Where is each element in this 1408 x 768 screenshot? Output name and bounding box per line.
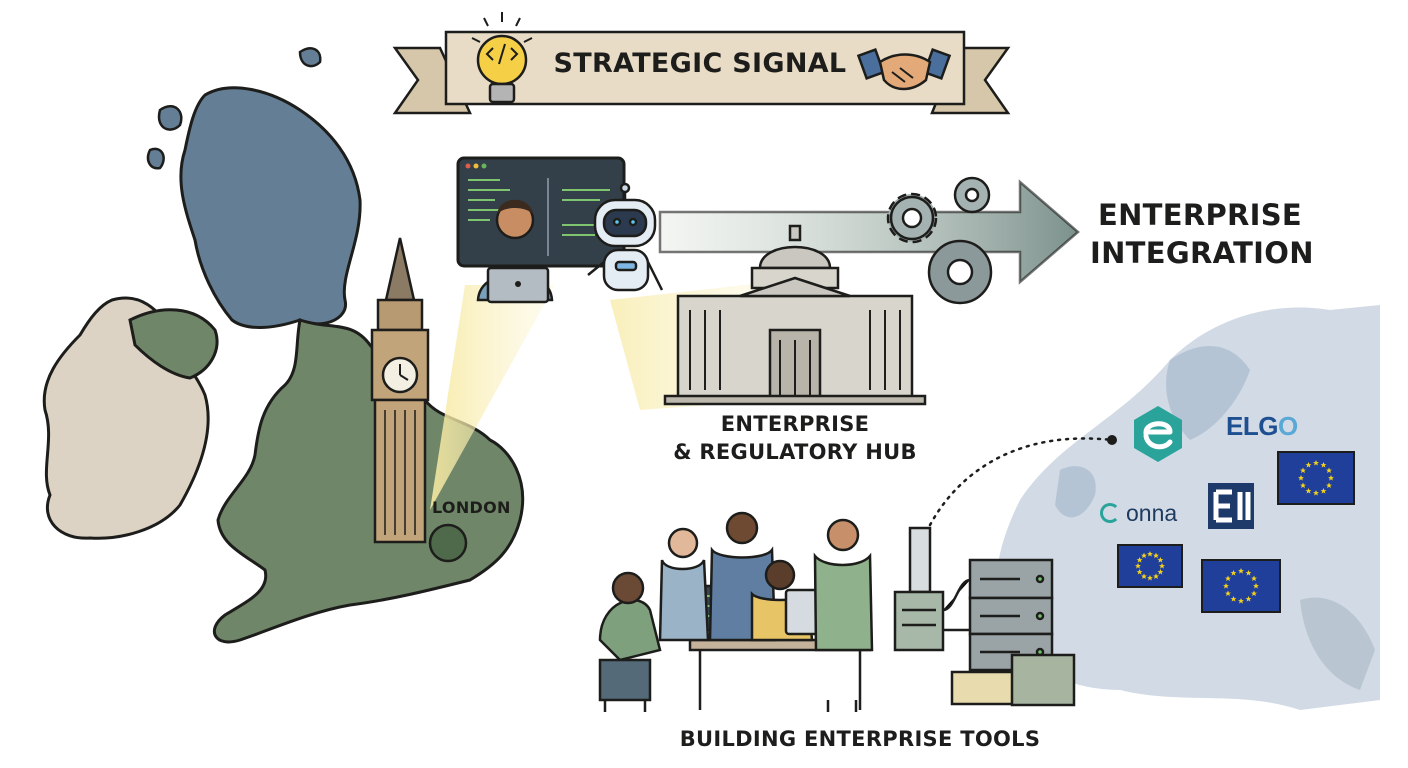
eu-flag-icon [1277, 451, 1355, 505]
regulatory-hub-label: ENTERPRISE & REGULATORY HUB [650, 410, 940, 466]
lightbulb-code-icon [471, 12, 533, 104]
regulatory-hub-line2: & REGULATORY HUB [673, 440, 917, 464]
integration-arrow [658, 179, 1080, 285]
enterprise-integration-line2: INTEGRATION [1090, 236, 1314, 270]
spotlight-beam [430, 285, 555, 510]
robot-icon [587, 182, 664, 292]
onna-mark-icon [1100, 503, 1120, 523]
handshake-icon [856, 48, 952, 91]
london-label: LONDON [432, 498, 511, 517]
gears-icon [886, 176, 993, 305]
elgo-logo: ELGO [1226, 411, 1298, 442]
europe-map [996, 305, 1380, 710]
building-tools-label: BUILDING ENTERPRISE TOOLS [679, 727, 1041, 751]
e-logo-icon [1134, 406, 1182, 462]
enterprise-integration-line1: ENTERPRISE [1097, 198, 1303, 232]
eu-flag-icon [1117, 544, 1183, 588]
banner-title: STRATEGIC SIGNAL [553, 48, 847, 79]
big-ben-icon [370, 237, 430, 544]
onna-logo-text: onna [1126, 500, 1178, 526]
server-rack-icon [893, 526, 1076, 707]
northern-ireland-map [128, 308, 219, 380]
team-icon [598, 511, 874, 712]
scotland-map [179, 86, 362, 329]
elgo-logo-tail: O [1277, 411, 1298, 441]
ei-logo-icon [1208, 483, 1254, 529]
government-building-icon [663, 224, 927, 406]
elgo-logo-main: ELG [1226, 411, 1278, 441]
enterprise-integration-label: ENTERPRISE INTEGRATION [1090, 196, 1314, 272]
eu-flag-icon [1201, 559, 1281, 613]
london-marker [428, 523, 468, 563]
connector-line [928, 437, 1114, 527]
developer-screen-icon [456, 156, 626, 304]
regulatory-hub-line1: ENTERPRISE [720, 412, 870, 436]
onna-logo: onna [1100, 500, 1177, 527]
